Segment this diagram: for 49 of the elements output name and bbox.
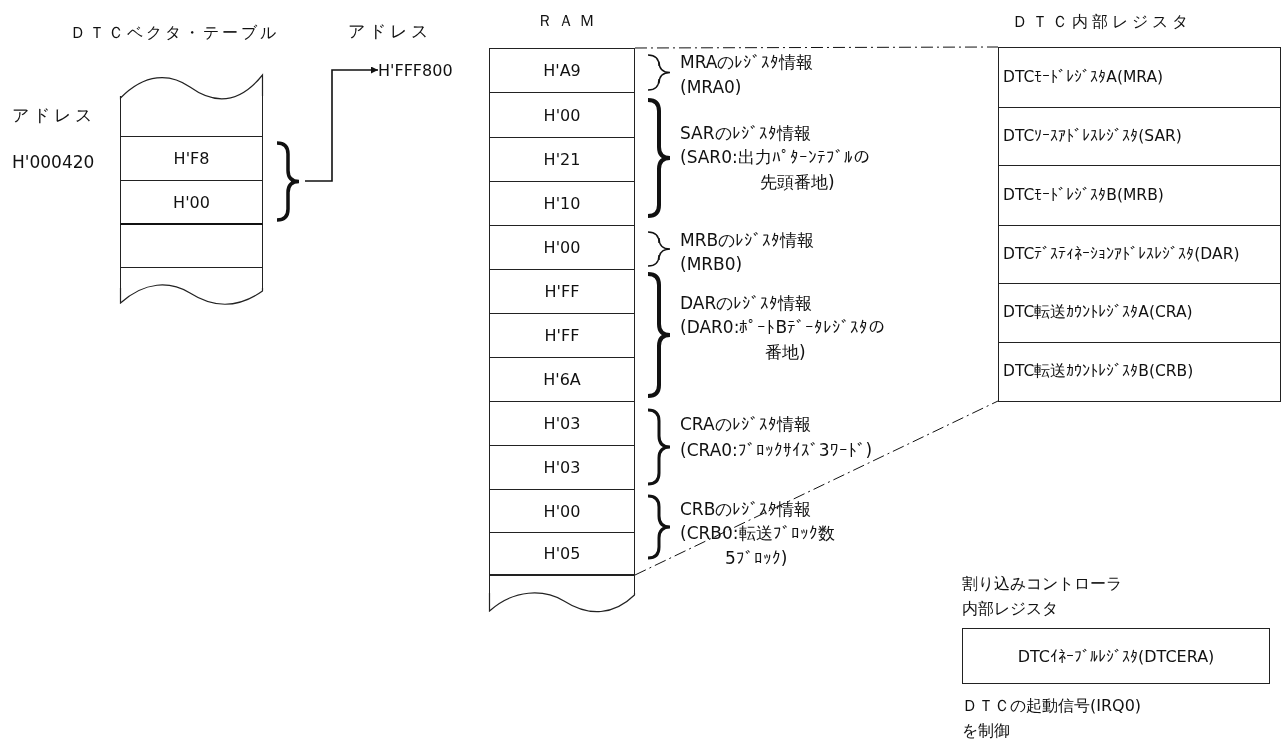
- memory-cell: H'00: [489, 225, 635, 270]
- register-group-heading: 割り込みコントローラ内部レジスタ: [962, 573, 1123, 620]
- dash-dot-line: [634, 400, 999, 576]
- table-title: ＲＡＭ: [537, 11, 600, 32]
- register-info-detail: (CRB0:転送ﾌﾞﾛｯｸ数5ﾌﾞﾛｯｸ): [680, 522, 836, 570]
- register-info-detail: (MRB0): [680, 253, 744, 276]
- register-cell: DTC転送ｶｳﾝﾄﾚｼﾞｽﾀB(CRB): [998, 342, 1281, 402]
- address-heading: アドレス: [348, 20, 433, 43]
- address-text: H'000420: [12, 151, 96, 174]
- memory-cell: H'6A: [489, 357, 635, 402]
- memory-cell: H'FF: [489, 313, 635, 358]
- memory-cell: H'A9: [489, 48, 635, 93]
- register-info-detail: (SAR0:出力ﾊﾟﾀｰﾝﾃﾌﾞﾙの先頭番地): [680, 146, 871, 194]
- address-heading: アドレス: [12, 104, 97, 127]
- register-info-heading: CRAのﾚｼﾞｽﾀ情報: [680, 413, 812, 436]
- register-cell: DTC転送ｶｳﾝﾄﾚｼﾞｽﾀA(CRA): [998, 283, 1281, 343]
- memory-cell: H'21: [489, 137, 635, 182]
- register-cell: DTCｿｰｽｱﾄﾞﾚｽﾚｼﾞｽﾀ(SAR): [998, 107, 1281, 166]
- memory-cell: H'00: [120, 181, 263, 225]
- note-text: ＤＴＣの起動信号(IRQ0)を制御: [962, 695, 1143, 742]
- memory-cell: H'03: [489, 445, 635, 490]
- empty-memory-cell: [120, 268, 263, 288]
- register-info-detail: (DAR0:ﾎﾟｰﾄBﾃﾞｰﾀﾚｼﾞｽﾀの番地): [680, 316, 887, 364]
- memory-cell: H'00: [489, 92, 635, 138]
- register-cell: DTCﾓｰﾄﾞﾚｼﾞｽﾀB(MRB): [998, 165, 1281, 226]
- table-title: ＤＴＣ内部レジスタ: [1012, 12, 1192, 33]
- dash-dot-line: [634, 46, 999, 49]
- register-info-heading: MRAのﾚｼﾞｽﾀ情報: [680, 51, 815, 74]
- empty-memory-cell: [489, 575, 635, 593]
- register-box-label: DTCｲﾈｰﾌﾞﾙﾚｼﾞｽﾀ(DTCERA): [962, 628, 1270, 684]
- register-cell: DTCﾓｰﾄﾞﾚｼﾞｽﾀA(MRA): [998, 47, 1281, 108]
- memory-cell: H'FF: [489, 269, 635, 314]
- address-text: H'FFF800: [378, 57, 486, 83]
- register-info-heading: DARのﾚｼﾞｽﾀ情報: [680, 292, 814, 315]
- register-info-detail: (MRA0): [680, 76, 743, 99]
- table-title: ＤＴＣベクタ・テーブル: [70, 23, 279, 44]
- memory-cell: H'03: [489, 401, 635, 446]
- memory-cell: H'00: [489, 489, 635, 533]
- register-info-heading: CRBのﾚｼﾞｽﾀ情報: [680, 498, 813, 521]
- empty-memory-cell: [120, 96, 263, 137]
- memory-cell: H'05: [489, 532, 635, 576]
- register-cell: DTCﾃﾞｽﾃｨﾈｰｼｮﾝｱﾄﾞﾚｽﾚｼﾞｽﾀ(DAR): [998, 225, 1281, 284]
- memory-cell: H'F8: [120, 137, 263, 181]
- register-info-heading: MRBのﾚｼﾞｽﾀ情報: [680, 229, 816, 252]
- register-info-heading: SARのﾚｼﾞｽﾀ情報: [680, 122, 812, 145]
- empty-memory-cell: [120, 225, 263, 268]
- register-info-detail: (CRA0:ﾌﾞﾛｯｸｻｲｽﾞ3ﾜｰﾄﾞ): [680, 439, 874, 462]
- memory-cell: H'10: [489, 181, 635, 226]
- arrow: [304, 66, 379, 182]
